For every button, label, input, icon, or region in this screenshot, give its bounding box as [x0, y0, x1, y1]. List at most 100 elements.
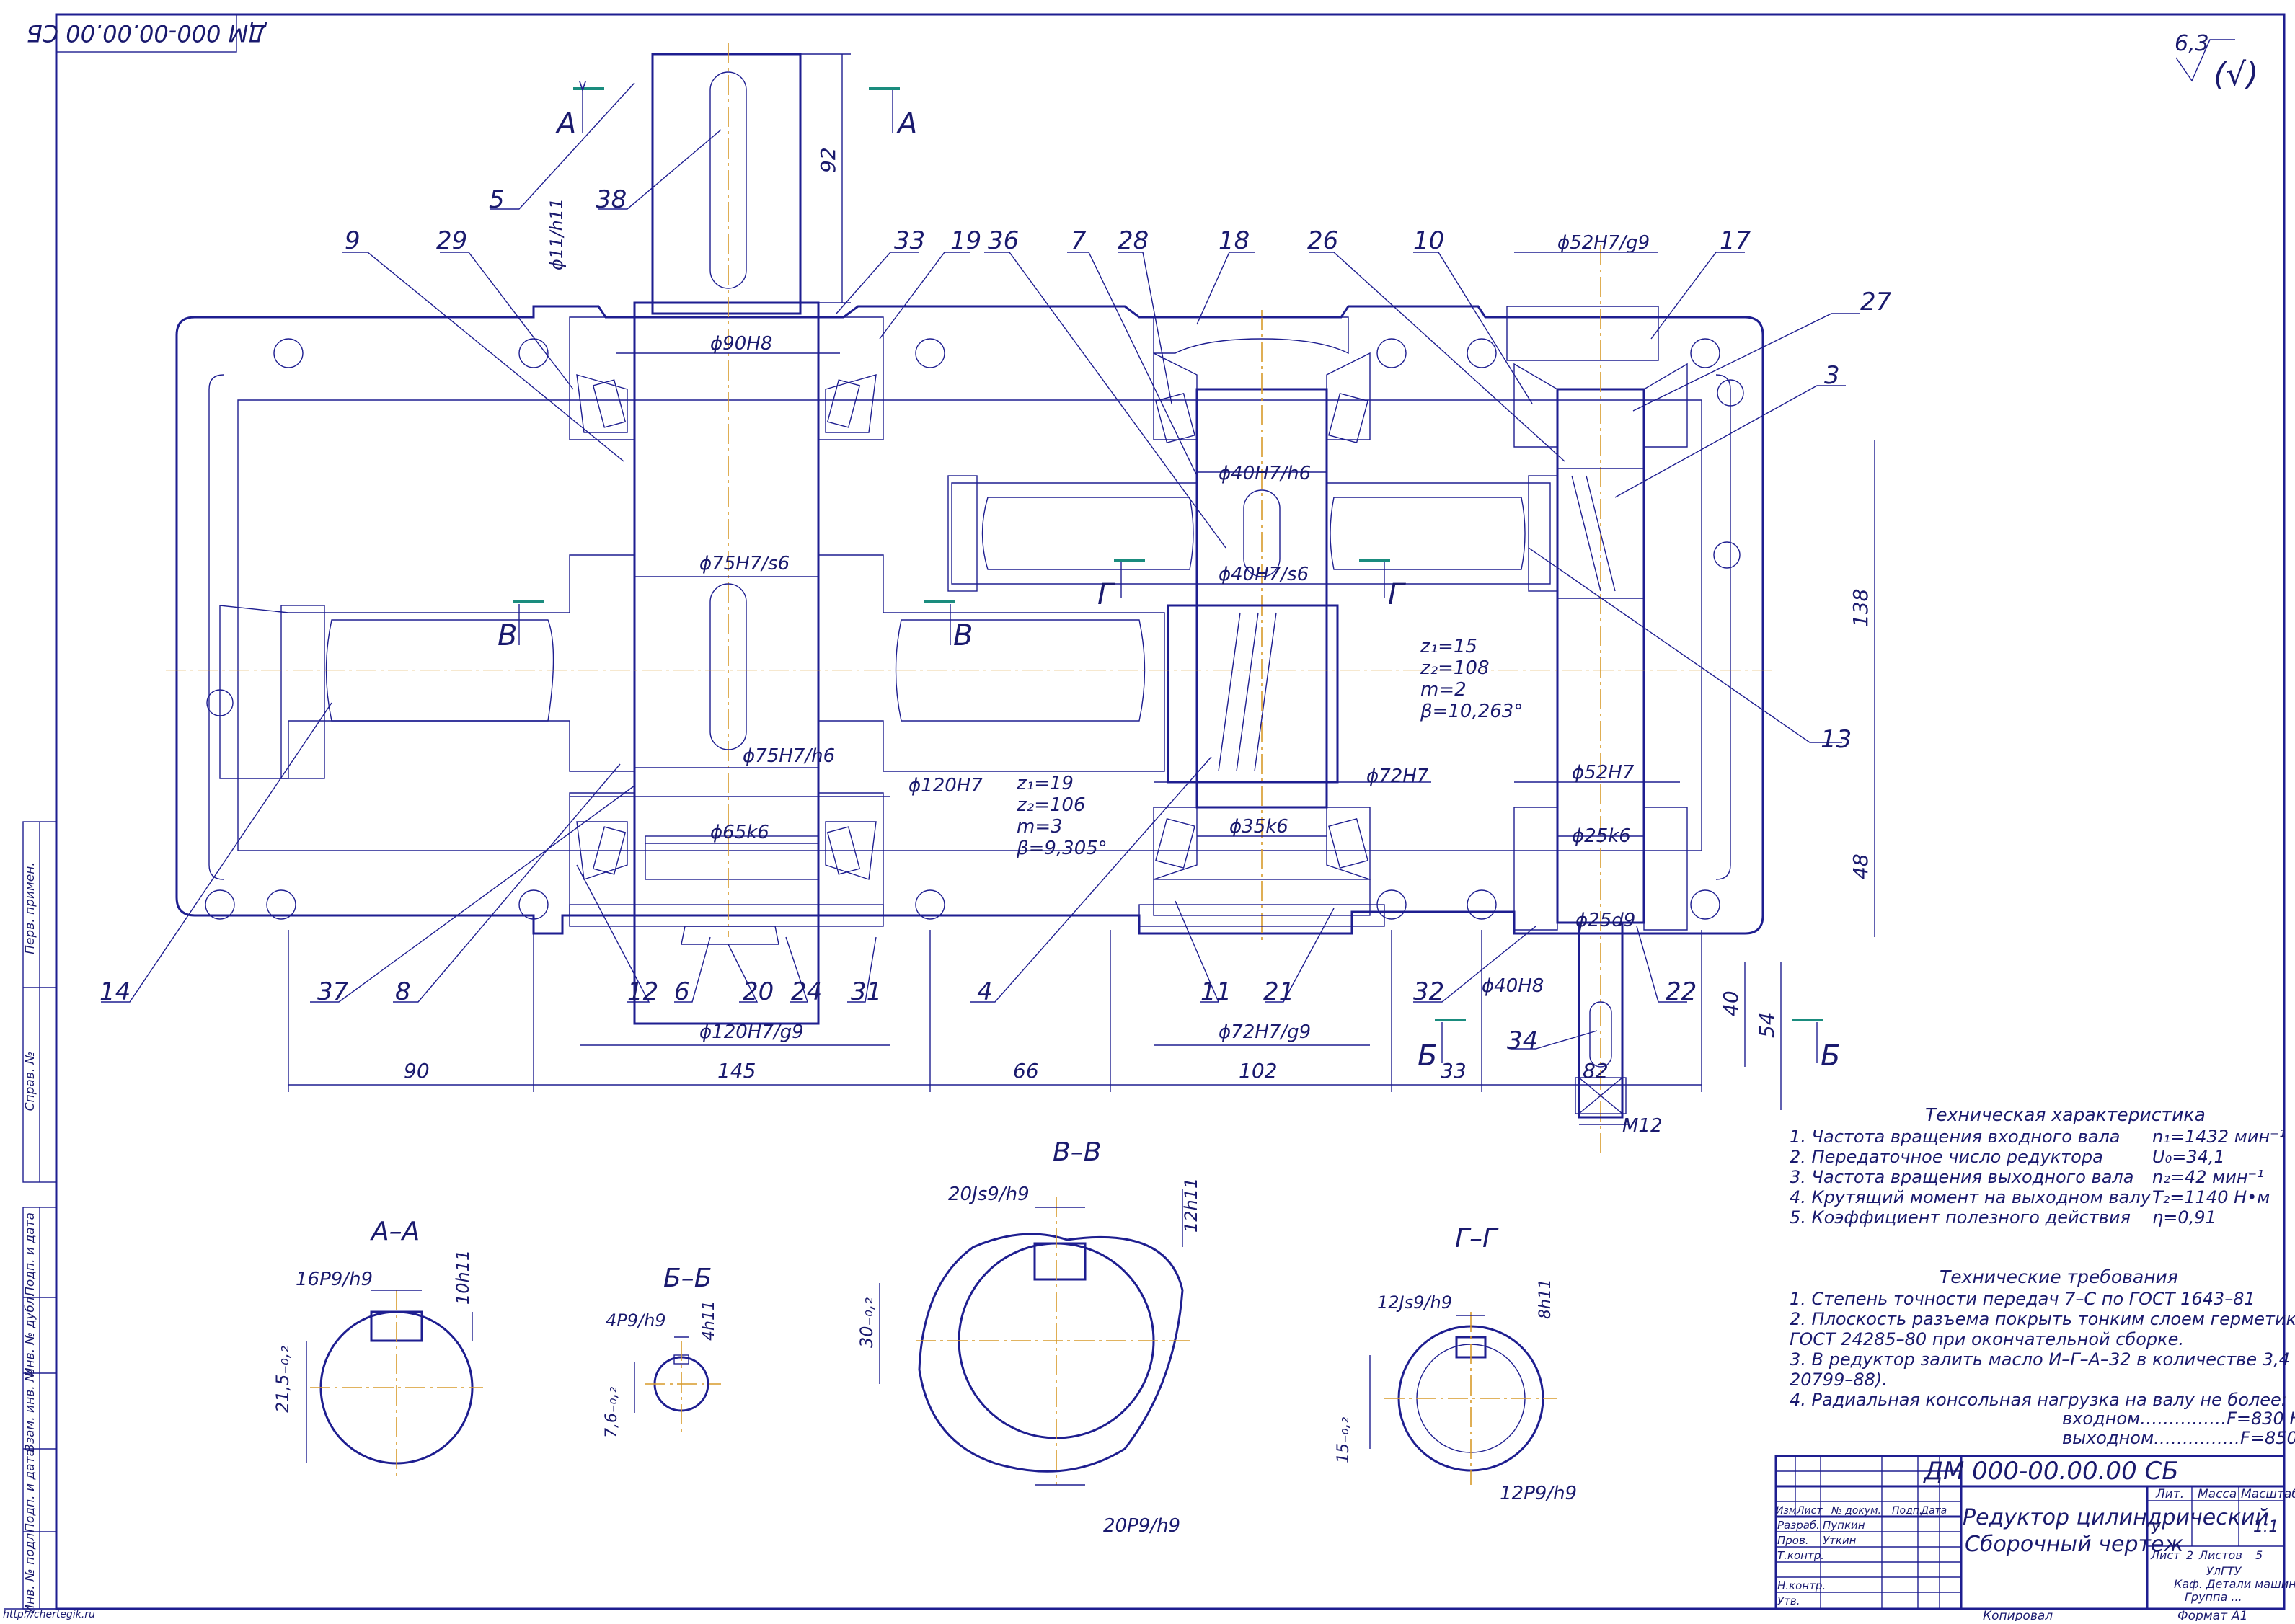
housing-outline	[175, 305, 1764, 935]
output-shaft	[633, 43, 820, 1025]
svg-text:21,5₋₀,₂: 21,5₋₀,₂	[273, 1346, 293, 1413]
svg-text:Лист: Лист	[1796, 1505, 1823, 1517]
pos-7: 7	[1071, 226, 1087, 255]
pos-24: 24	[791, 977, 822, 1006]
svg-text:4. Радиальная консольная нагру: 4. Радиальная консольная нагрузка на вал…	[1790, 1390, 2287, 1410]
tech-requirements: Технические требования 1. Степень точнос…	[1790, 1266, 2295, 1448]
svg-text:82: 82	[1583, 1059, 1609, 1083]
svg-text:20P9/h9: 20P9/h9	[1103, 1515, 1180, 1537]
svg-text:4h11: 4h11	[700, 1300, 718, 1341]
svg-text:β=10,263°: β=10,263°	[1420, 701, 1523, 722]
svg-text:Разраб.: Разраб.	[1777, 1519, 1820, 1532]
section-b-b: Б–Б 4P9/h9 4h11 7,6₋₀,₂	[603, 1264, 721, 1438]
svg-text:m=2: m=2	[1420, 679, 1467, 701]
bearing-output-bottom	[569, 792, 884, 945]
svg-text:Лит.: Лит.	[2155, 1487, 2184, 1501]
svg-text:Инв. № подл.: Инв. № подл.	[23, 1529, 37, 1613]
pos-32: 32	[1413, 977, 1444, 1006]
svg-text:β=9,305°: β=9,305°	[1016, 838, 1107, 859]
svg-text:ϕ120H7/g9: ϕ120H7/g9	[699, 1021, 804, 1043]
svg-text:УлГТУ: УлГТУ	[2206, 1564, 2242, 1578]
svg-text:Перв. примен.: Перв. примен.	[23, 862, 37, 954]
svg-text:z₁=15: z₁=15	[1420, 636, 1477, 657]
svg-text:ϕ52H7/g9: ϕ52H7/g9	[1557, 232, 1650, 254]
pos-9: 9	[345, 226, 361, 255]
svg-text:Справ. №: Справ. №	[23, 1052, 37, 1111]
svg-text:Лист: Лист	[2150, 1548, 2180, 1562]
svg-text:ГОСТ 24285–80 при окончательно: ГОСТ 24285–80 при окончательной сборке.	[1790, 1329, 2184, 1349]
svg-text:U₀=34,1: U₀=34,1	[2152, 1147, 2225, 1167]
svg-text:Техническая характеристика: Техническая характеристика	[1925, 1104, 2206, 1125]
pos-31: 31	[851, 977, 882, 1006]
pos-13: 13	[1821, 725, 1852, 754]
svg-text:92: 92	[816, 147, 840, 173]
svg-text:Редуктор цилиндрический: Редуктор цилиндрический	[1963, 1505, 2269, 1530]
pos-18: 18	[1219, 226, 1250, 255]
svg-text:Масса: Масса	[2198, 1487, 2237, 1501]
intermediate-shaft	[1138, 310, 1385, 944]
designation: ДМ 000-00.00.00 СБ	[1922, 1457, 2178, 1486]
roughness-mark: 6,3 (√)	[2175, 31, 2258, 93]
section-cut-marks: А А В В Г Г Б Б	[498, 89, 1840, 1073]
svg-text:3. Частота вращения выходного: 3. Частота вращения выходного вала	[1790, 1167, 2133, 1187]
svg-text:7,6₋₀,₂: 7,6₋₀,₂	[603, 1387, 621, 1438]
stamp-rotated: ДМ 000-00.00.00 СБ	[27, 19, 267, 47]
pos-26: 26	[1307, 226, 1338, 255]
svg-text:2. Плоскость разъема покрыть т: 2. Плоскость разъема покрыть тонким слое…	[1790, 1309, 2295, 1329]
bearing-output-top	[569, 316, 884, 440]
svg-text:выходном……………F=8500 Н: выходном……………F=8500 Н	[2062, 1428, 2295, 1448]
svg-text:Б: Б	[1418, 1039, 1437, 1073]
pos-11: 11	[1200, 977, 1231, 1006]
pos-27: 27	[1860, 288, 1892, 316]
svg-text:Г: Г	[1388, 578, 1406, 611]
svg-text:138: 138	[1849, 589, 1872, 627]
svg-text:ϕ65k6: ϕ65k6	[710, 822, 769, 843]
svg-text:Уткин: Уткин	[1823, 1534, 1857, 1547]
stamp-box	[56, 14, 237, 53]
svg-text:ϕ25k6: ϕ25k6	[1572, 825, 1631, 847]
svg-text:Подп. и дата: Подп. и дата	[23, 1449, 37, 1532]
svg-text:№ докум.: № докум.	[1831, 1505, 1881, 1517]
svg-text:Технические требования: Технические требования	[1940, 1266, 2178, 1287]
pos-14: 14	[100, 977, 131, 1006]
tech-characteristics: Техническая характеристика 1. Частота вр…	[1790, 1104, 2286, 1228]
gear-params-low-speed: z₁=19 z₂=106 m=3 β=9,305°	[1016, 773, 1107, 859]
svg-text:ϕ75H7/h6: ϕ75H7/h6	[743, 745, 835, 767]
svg-text:66: 66	[1013, 1059, 1039, 1083]
svg-text:(√): (√)	[2214, 56, 2258, 93]
svg-text:Листов: Листов	[2198, 1548, 2242, 1562]
svg-text:Инв. № дубл.: Инв. № дубл.	[23, 1293, 37, 1377]
section-g-g: Г–Г 12Js9/h9 8h11 15₋₀,₂ 12P9/h9	[1335, 1224, 1577, 1504]
pos-12: 12	[627, 977, 658, 1006]
svg-text:Сборочный чертеж: Сборочный чертеж	[1965, 1532, 2183, 1557]
main-view	[166, 43, 1774, 1153]
svg-text:1:1: 1:1	[2253, 1518, 2278, 1536]
pos-33: 33	[894, 226, 925, 255]
svg-text:Утв.: Утв.	[1777, 1594, 1800, 1607]
svg-text:ϕ52H7: ϕ52H7	[1572, 762, 1635, 784]
svg-text:ϕ90H8: ϕ90H8	[710, 333, 772, 355]
pos-36: 36	[988, 226, 1019, 255]
pos-8: 8	[395, 977, 411, 1006]
bolt-holes	[205, 338, 1744, 920]
svg-text:А: А	[554, 107, 576, 141]
big-gear	[219, 554, 1165, 779]
svg-text:Дата: Дата	[1920, 1505, 1947, 1517]
svg-text:12P9/h9: 12P9/h9	[1500, 1483, 1577, 1504]
svg-text:Г: Г	[1097, 578, 1115, 611]
pos-19: 19	[950, 226, 981, 255]
svg-text:20799–88).: 20799–88).	[1790, 1370, 1888, 1390]
svg-text:А–А: А–А	[370, 1217, 420, 1246]
pos-20: 20	[743, 977, 774, 1006]
source-url: http://chertegik.ru	[3, 1609, 95, 1620]
svg-text:Подп.: Подп.	[1892, 1505, 1922, 1517]
pos-38: 38	[596, 185, 627, 214]
svg-text:ϕ40H7/s6: ϕ40H7/s6	[1219, 564, 1309, 585]
svg-text:ϕ40H8: ϕ40H8	[1482, 975, 1544, 997]
svg-text:z₂=108: z₂=108	[1420, 657, 1489, 679]
svg-text:ϕ72H7: ϕ72H7	[1366, 766, 1429, 787]
svg-text:Изм: Изм	[1776, 1505, 1797, 1517]
format-label: Формат	[2177, 1609, 2228, 1621]
